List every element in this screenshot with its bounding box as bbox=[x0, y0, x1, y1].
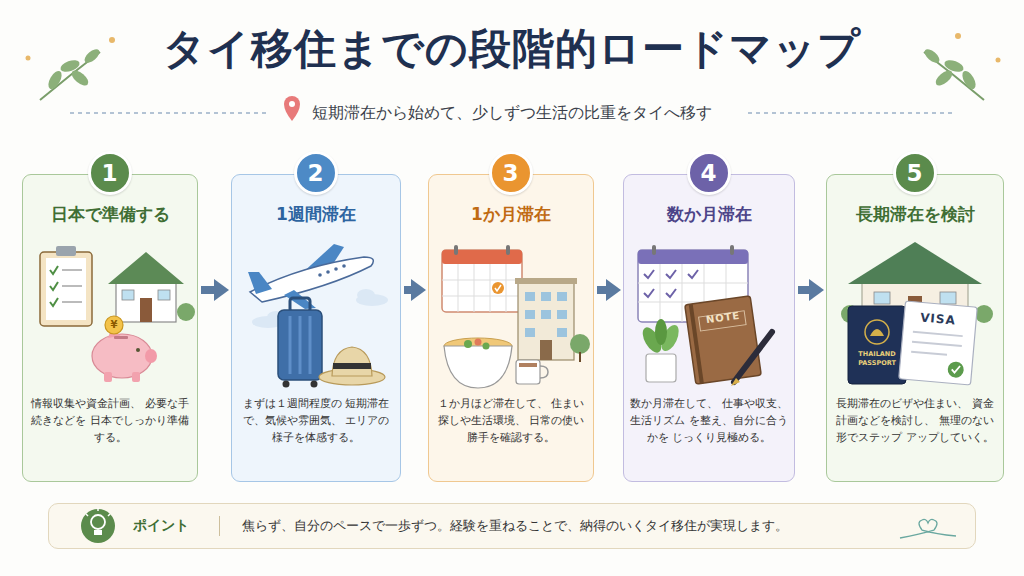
step-number-circle: 4 bbox=[687, 151, 731, 195]
flow-arrow bbox=[404, 286, 411, 294]
step-number-circle: 1 bbox=[88, 151, 132, 195]
flow-arrow bbox=[597, 286, 606, 294]
calendar-icon bbox=[638, 245, 748, 322]
card-heading: 数か月滞在 bbox=[624, 203, 794, 225]
sun-hat-icon bbox=[319, 347, 385, 385]
leaf-decoration bbox=[26, 37, 116, 100]
heart-flourish bbox=[900, 519, 956, 538]
point-box: ポイント焦らず、自分のペースで一歩ずつ。経験を重ねることで、納得のいくタイ移住が… bbox=[48, 503, 976, 549]
step-card: 日本で準備する情報収集や資金計画、 必要な手続きなどを 日本でしっかり準備する。… bbox=[22, 174, 198, 482]
card-body-text: まずは１週間程度の 短期滞在で、気候や雰囲気、 エリアの様子を体感する。 bbox=[238, 395, 394, 446]
card-body-text: 長期滞在のビザや住まい、 資金計画などを検討し、 無理のない形でステップ アップ… bbox=[833, 395, 997, 446]
point-text: 焦らず、自分のペースで一歩ずつ。経験を重ねることで、納得のいくタイ移住が実現しま… bbox=[219, 516, 788, 536]
step-number: 3 bbox=[502, 162, 518, 185]
subtitle-text: 短期滞在から始めて、少しずつ生活の比重をタイへ移す bbox=[0, 102, 1024, 124]
card-body-text: 情報収集や資金計画、 必要な手続きなどを 日本でしっかり準備する。 bbox=[29, 395, 191, 446]
cup-icon bbox=[516, 360, 548, 384]
card-heading: 1か月滞在 bbox=[429, 203, 593, 225]
plant-icon bbox=[639, 319, 682, 382]
diagram-title: タイ移住までの段階的ロードマップ bbox=[0, 20, 1024, 78]
step-card: 数か月滞在数か月滞在して、 仕事や収支、生活リズム を整え、自分に合うかを じっ… bbox=[623, 174, 795, 482]
step-card: 1か月滞在 １か月ほど滞在して、 住まい探しや生活環境、 日常の使い勝手を確認する… bbox=[428, 174, 594, 482]
cloud bbox=[252, 289, 388, 328]
pen-icon bbox=[731, 332, 772, 386]
clipboard-icon bbox=[40, 246, 92, 326]
location-pin bbox=[284, 96, 300, 121]
flow-arrow bbox=[798, 286, 809, 294]
step-number: 1 bbox=[101, 162, 117, 185]
step-number-circle: 3 bbox=[489, 151, 533, 195]
step-card: 1週間滞在まずは１週間程度の 短期滞在で、気候や雰囲気、 エリアの様子を体感する… bbox=[231, 174, 401, 482]
lightbulb-icon bbox=[81, 508, 115, 543]
house-icon bbox=[841, 242, 993, 323]
airplane-icon bbox=[248, 244, 373, 309]
card-heading: 1週間滞在 bbox=[232, 203, 400, 225]
suitcase-icon bbox=[278, 298, 322, 388]
passport-icon bbox=[848, 306, 906, 384]
leaf-decoration bbox=[922, 33, 1000, 100]
notebook-icon bbox=[685, 296, 761, 384]
card-heading: 長期滞在を検討 bbox=[827, 203, 1003, 225]
building-icon bbox=[515, 278, 590, 362]
card-heading: 日本で準備する bbox=[23, 203, 197, 225]
card-body-text: 数か月滞在して、 仕事や収支、生活リズム を整え、自分に合うかを じっくり見極め… bbox=[630, 395, 788, 446]
flow-arrow bbox=[201, 286, 214, 294]
step-card: 長期滞在を検討長期滞在のビザや住まい、 資金計画などを検討し、 無理のない形でス… bbox=[826, 174, 1004, 482]
noodle-bowl-icon bbox=[444, 338, 512, 388]
step-number: 2 bbox=[307, 162, 323, 185]
step-number: 5 bbox=[906, 162, 922, 185]
step-number-circle: 5 bbox=[893, 151, 937, 195]
point-heading: ポイント bbox=[133, 517, 219, 535]
house-icon bbox=[108, 252, 195, 322]
piggy-bank-icon bbox=[92, 316, 157, 382]
step-number-circle: 2 bbox=[294, 151, 338, 195]
step-number: 4 bbox=[700, 162, 716, 185]
calendar-icon bbox=[442, 245, 522, 312]
subtitle-rule bbox=[70, 112, 955, 114]
card-body-text: １か月ほど滞在して、 住まい探しや生活環境、 日常の使い勝手を確認する。 bbox=[435, 395, 587, 446]
visa-document-icon bbox=[899, 301, 978, 385]
